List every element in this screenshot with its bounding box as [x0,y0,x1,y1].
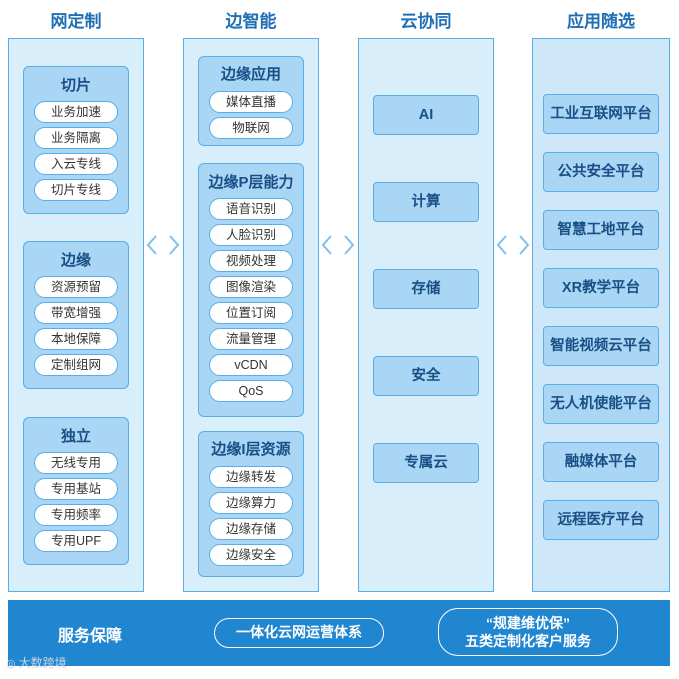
app-platform: 融媒体平台 [543,442,659,482]
cloud-item: 存储 [373,269,479,309]
list-item: 物联网 [209,117,293,139]
list-item: vCDN [209,354,293,376]
group-title: 边缘I层资源 [211,441,291,458]
group-title: 边缘P层能力 [208,174,294,191]
cloud-item: 安全 [373,356,479,396]
app-platform: XR教学平台 [543,268,659,308]
chevron-left-icon [146,235,157,255]
group-title: 切片 [60,77,91,94]
group-title: 边缘 [60,252,91,269]
watermark: ◎ 大数跨境 [6,654,67,671]
group-slice: 切片 业务加速 业务隔离 入云专线 切片专线 [23,66,129,214]
group-edge: 边缘 资源预留 带宽增强 本地保障 定制组网 [23,241,129,389]
group-edge-i-layer: 边缘I层资源 边缘转发 边缘算力 边缘存储 边缘安全 [198,431,304,577]
list-item: 语音识别 [209,198,293,220]
list-item: 边缘算力 [209,492,293,514]
list-item: 视频处理 [209,250,293,272]
list-item: 本地保障 [34,328,118,350]
app-platform: 智慧工地平台 [543,210,659,250]
app-platform: 工业互联网平台 [543,94,659,134]
service-title: 服务保障 [58,628,123,645]
chevron-right-icon [169,235,180,255]
list-item: 流量管理 [209,328,293,350]
edge-column: 边缘应用 媒体直播 物联网 边缘P层能力 语音识别 人脸识别 视频处理 图像渲染… [183,38,319,592]
watermark-text: 大数跨境 [18,656,67,670]
service-pill-operations: 一体化云网运营体系 [214,618,384,648]
list-item: 资源预留 [34,276,118,298]
list-item: 切片专线 [34,179,118,201]
cloud-column: AI 计算 存储 安全 专属云 [358,38,494,592]
list-item: 入云专线 [34,153,118,175]
list-item: 专用基站 [34,478,118,500]
service-pill-line: “规建维优保” [486,615,570,631]
cloud-item: AI [373,95,479,135]
app-platform: 远程医疗平台 [543,500,659,540]
cloud-item: 计算 [373,182,479,222]
column-title-apps: 应用随选 [567,12,635,31]
service-pill-customer: “规建维优保” 五类定制化客户服务 [438,608,618,656]
apps-column: 工业互联网平台 公共安全平台 智慧工地平台 XR教学平台 智能视频云平台 无人机… [532,38,670,592]
list-item: 边缘转发 [209,466,293,488]
list-item: 带宽增强 [34,302,118,324]
group-edge-p-layer: 边缘P层能力 语音识别 人脸识别 视频处理 图像渲染 位置订阅 流量管理 vCD… [198,163,304,417]
network-column: 切片 业务加速 业务隔离 入云专线 切片专线 边缘 资源预留 带宽增强 本地保障… [8,38,144,592]
list-item: 边缘存储 [209,518,293,540]
group-independent: 独立 无线专用 专用基站 专用频率 专用UPF [23,417,129,565]
list-item: 位置订阅 [209,302,293,324]
list-item: 媒体直播 [209,91,293,113]
list-item: 专用UPF [34,530,118,552]
app-platform: 公共安全平台 [543,152,659,192]
column-title-edge: 边智能 [225,12,277,31]
group-title: 边缘应用 [220,66,281,83]
service-bar: 服务保障 一体化云网运营体系 “规建维优保” 五类定制化客户服务 [8,600,670,666]
group-title: 独立 [60,428,91,445]
group-edge-apps: 边缘应用 媒体直播 物联网 [198,56,304,146]
chevron-right-icon [519,235,530,255]
chevron-left-icon [496,235,507,255]
list-item: QoS [209,380,293,402]
list-item: 业务隔离 [34,127,118,149]
chevron-left-icon [321,235,332,255]
app-platform: 智能视频云平台 [543,326,659,366]
column-title-network: 网定制 [50,12,102,31]
list-item: 图像渲染 [209,276,293,298]
cloud-item: 专属云 [373,443,479,483]
chevron-right-icon [344,235,355,255]
list-item: 边缘安全 [209,544,293,566]
list-item: 人脸识别 [209,224,293,246]
column-title-cloud: 云协同 [400,12,452,31]
watermark-logo-icon: ◎ [6,658,19,670]
service-pill-line: 五类定制化客户服务 [465,633,591,649]
list-item: 无线专用 [34,452,118,474]
list-item: 专用频率 [34,504,118,526]
list-item: 业务加速 [34,101,118,123]
list-item: 定制组网 [34,354,118,376]
app-platform: 无人机使能平台 [543,384,659,424]
